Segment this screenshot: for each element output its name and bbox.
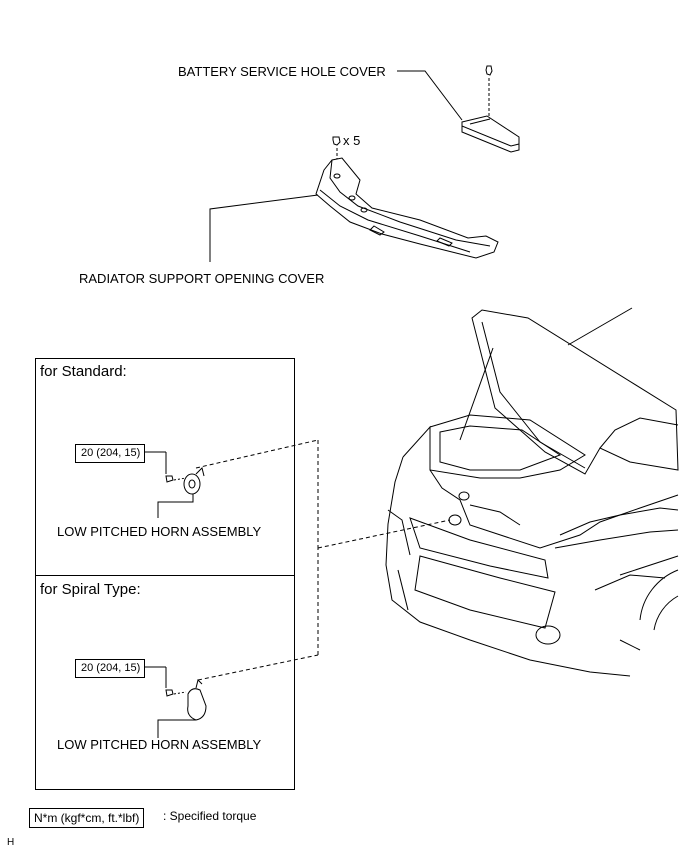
clip-count-label: x 5	[343, 133, 361, 148]
spiral-horn-label: LOW PITCHED HORN ASSEMBLY	[57, 737, 262, 752]
spiral-torque-spec: 20 (204, 15)	[75, 659, 145, 678]
standard-torque-spec: 20 (204, 15)	[75, 444, 145, 463]
legend-description: : Specified torque	[163, 809, 257, 823]
standard-horn-drawing	[144, 451, 205, 518]
legend-torque-box: N*m (kgf*cm, ft.*lbf)	[29, 808, 145, 828]
spiral-panel: for Spiral Type: 20 (204, 15) LOW PITCHE…	[35, 575, 295, 790]
horn-location-leaders	[195, 439, 451, 681]
battery-cover-label: BATTERY SERVICE HOLE COVER	[178, 64, 386, 79]
footer-code: H	[7, 837, 15, 848]
radiator-cover-label: RADIATOR SUPPORT OPENING COVER	[79, 271, 325, 286]
standard-panel-title: for Standard:	[40, 363, 127, 380]
battery-service-hole-cover-drawing	[397, 65, 520, 153]
spiral-horn-drawing	[144, 666, 207, 738]
car-drawing	[385, 307, 679, 677]
standard-panel: for Standard: 20 (204, 15) LOW PITCHED H…	[35, 358, 295, 576]
standard-horn-label: LOW PITCHED HORN ASSEMBLY	[57, 524, 262, 539]
radiator-support-opening-cover-drawing	[209, 157, 499, 262]
spiral-panel-title: for Spiral Type:	[40, 581, 141, 598]
